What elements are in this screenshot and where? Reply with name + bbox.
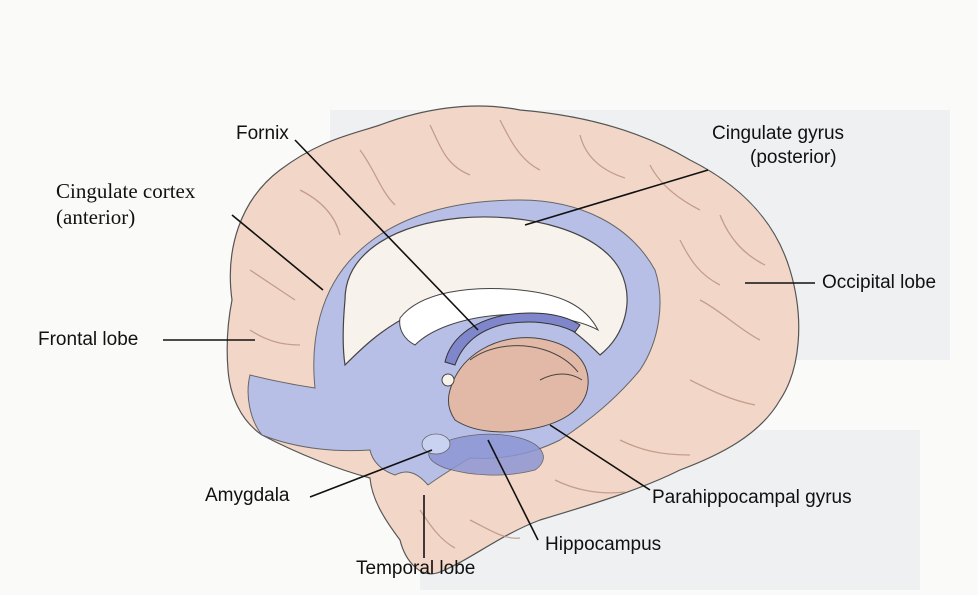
- label-hippocampus: Hippocampus: [545, 533, 661, 557]
- label-cingulate-gyrus-line2: (posterior): [712, 146, 844, 170]
- label-parahippocampal-gyrus: Parahippocampal gyrus: [652, 486, 852, 510]
- label-cingulate-cortex-line1: Cingulate cortex: [56, 178, 195, 204]
- label-cingulate-cortex: Cingulate cortex (anterior): [56, 178, 195, 230]
- label-temporal-lobe: Temporal lobe: [356, 557, 475, 581]
- amygdala-shape: [422, 434, 450, 454]
- label-amygdala: Amygdala: [205, 484, 290, 508]
- label-occipital-lobe: Occipital lobe: [822, 271, 936, 295]
- mammillary-body: [442, 374, 454, 386]
- label-cingulate-gyrus-line1: Cingulate gyrus: [712, 122, 844, 146]
- label-cingulate-gyrus: Cingulate gyrus (posterior): [712, 122, 844, 170]
- label-fornix: Fornix: [236, 122, 289, 146]
- label-cingulate-cortex-line2: (anterior): [56, 204, 195, 230]
- label-frontal-lobe: Frontal lobe: [38, 328, 138, 352]
